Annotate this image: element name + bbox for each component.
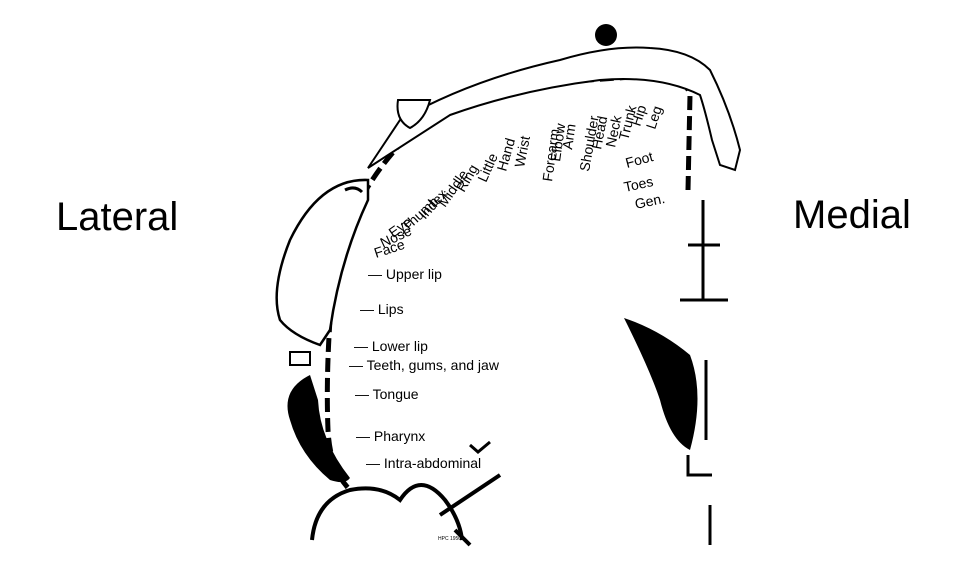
region-label-tongue: — Tongue bbox=[355, 386, 419, 402]
region-label-lips: — Lips bbox=[360, 301, 404, 317]
region-label-wrist: Wrist bbox=[511, 134, 533, 168]
region-label-forearm: Forearm bbox=[539, 128, 562, 183]
artist-mark: HPC 1950 bbox=[438, 536, 461, 542]
region-label-intra-abdominal: — Intra-abdominal bbox=[366, 455, 481, 471]
brain-outline-fork bbox=[438, 473, 502, 547]
region-label-head: Head bbox=[588, 115, 610, 151]
region-label-pharynx: — Pharynx bbox=[356, 428, 425, 444]
region-label-hip: Hip bbox=[628, 103, 650, 128]
region-label-leg: Leg bbox=[643, 104, 665, 131]
region-label-face: Face bbox=[372, 236, 407, 261]
lateral-label: Lateral bbox=[56, 195, 179, 239]
homunculus-tongue bbox=[287, 375, 350, 483]
homunculus-eye bbox=[344, 186, 364, 194]
medial-label: Medial bbox=[793, 193, 911, 237]
homunculus-head bbox=[595, 24, 617, 46]
sulcus-mark bbox=[469, 440, 491, 454]
region-label-arm: Arm bbox=[559, 123, 578, 151]
ventricle-shape bbox=[624, 318, 698, 450]
region-label-lower-lip: — Lower lip bbox=[354, 338, 428, 354]
region-label-upper-lip: — Upper lip bbox=[368, 266, 442, 282]
region-label-teeth-gums-and-jaw: — Teeth, gums, and jaw bbox=[349, 357, 500, 373]
homunculus-hand bbox=[396, 99, 432, 130]
homunculus-face bbox=[275, 178, 370, 347]
region-labels: Gen.ToesFootLegHipTrunkNeckHeadShoulderA… bbox=[349, 103, 666, 471]
jaw-icon bbox=[289, 351, 311, 366]
region-label-elbow: Elbow bbox=[547, 122, 568, 163]
medial-wall-upper bbox=[680, 200, 728, 302]
region-label-gen: Gen. bbox=[633, 190, 666, 212]
brain-outline-bottom bbox=[310, 483, 464, 541]
region-label-foot: Foot bbox=[624, 148, 655, 171]
medial-wall-lower bbox=[686, 360, 712, 545]
homunculus-body bbox=[367, 46, 742, 172]
region-label-toes: Toes bbox=[622, 173, 654, 195]
region-label-neck: Neck bbox=[602, 113, 624, 149]
